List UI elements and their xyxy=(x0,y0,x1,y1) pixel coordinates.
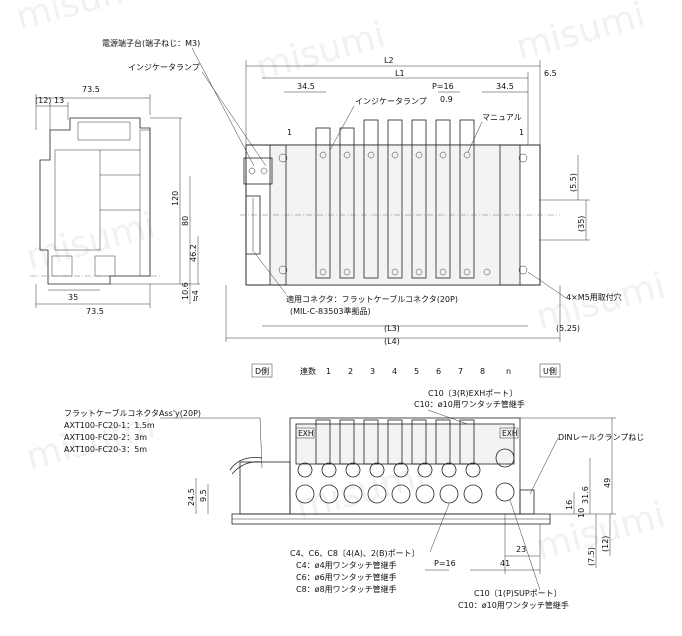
dim-34-5-right: 34.5 xyxy=(496,82,514,91)
label-exh-port: C10〔3(R)EXHポート〕 xyxy=(428,389,517,398)
dim-9-5: 9.5 xyxy=(199,489,208,502)
station-6: 6 xyxy=(436,367,441,376)
valve-blocks-front xyxy=(315,419,475,465)
dim-80: 80 xyxy=(181,216,190,226)
dim-12: (12) xyxy=(35,96,51,105)
dim-6-5: 6.5 xyxy=(544,69,557,78)
label-station-count: 連数 xyxy=(300,366,316,376)
dim-10-6: 10.6 xyxy=(181,282,190,300)
watermark: misumi xyxy=(252,15,390,89)
label-power-terminal: 電源端子台(端子ねじ：M3) xyxy=(102,38,200,48)
cable-option-3: AXT100-FC20-3：5m xyxy=(64,445,147,454)
label-sup-port: C10〔1(P)SUPポート〕 xyxy=(474,589,562,598)
dim-13: 13 xyxy=(54,96,64,105)
dim-73-5-top: 73.5 xyxy=(82,85,100,94)
watermark: misumi xyxy=(512,0,650,69)
dim-120: 120 xyxy=(171,191,180,206)
watermark: misumi xyxy=(532,495,670,569)
label-d-side: D側 xyxy=(255,366,269,376)
station-1: 1 xyxy=(326,367,331,376)
port-c4: C4：ø4用ワンタッチ管継手 xyxy=(296,560,397,570)
watermark: misumi xyxy=(22,205,160,279)
dim-46-2: 46.2 xyxy=(189,244,198,262)
dim-5-25: (5.25) xyxy=(556,324,580,333)
dim-p16-top: P=16 xyxy=(432,82,454,91)
cable-option-2: AXT100-FC20-2：3m xyxy=(64,433,147,442)
dim-l1: L1 xyxy=(395,69,405,78)
dim-16: 16 xyxy=(565,500,574,510)
dim-0-9: 0.9 xyxy=(440,95,453,104)
station-7: 7 xyxy=(458,367,463,376)
dim-l4: (L4) xyxy=(384,337,400,346)
label-sup-fitting: C10：ø10用ワンタッチ管継手 xyxy=(458,600,569,610)
watermark: misumi xyxy=(12,0,150,39)
station-8: 8 xyxy=(480,367,485,376)
dim-31-6: 31.6 xyxy=(581,486,590,504)
station-5: 5 xyxy=(414,367,419,376)
label-exh-fitting: C10：ø10用ワンタッチ管継手 xyxy=(414,399,525,409)
label-indicator-lamp-left: インジケータランプ xyxy=(128,63,200,72)
dim-approx-4: ≒4 xyxy=(191,290,200,302)
dim-10: 10 xyxy=(577,508,586,518)
station-2: 2 xyxy=(348,367,353,376)
dim-5-5: (5.5) xyxy=(569,173,578,192)
dim-12-front: (12) xyxy=(601,536,610,552)
label-connector: 適用コネクタ：フラットケーブルコネクタ(20P) xyxy=(286,294,458,304)
front-view: D側 U側 連数 1 2 3 4 5 6 7 8 n C10〔3(R)EXHポー… xyxy=(64,363,644,610)
dim-35-top: (35) xyxy=(577,216,586,232)
dim-35: 35 xyxy=(68,293,78,302)
top-view: L2 L1 6.5 34.5 P=16 34.5 0.9 1 1 xyxy=(102,38,622,346)
label-connector-standard: (MIL-C-83503準拠品) xyxy=(290,306,371,316)
dim-34-5-left: 34.5 xyxy=(297,82,315,91)
label-manual: マニュアル xyxy=(482,113,522,122)
ports-row-upper xyxy=(297,448,515,478)
label-flat-cable-assy: フラットケーブルコネクタAss'y(20P) xyxy=(64,408,201,418)
valve-stations xyxy=(315,119,491,279)
dim-l2: L2 xyxy=(384,56,394,65)
port-c6: C6：ø6用ワンタッチ管継手 xyxy=(296,572,397,582)
exh-tag-left: EXH xyxy=(298,429,314,438)
dim-24-5: 24.5 xyxy=(187,488,196,506)
station-3: 3 xyxy=(370,367,375,376)
dim-23: 23 xyxy=(516,545,526,554)
side-view: 73.5 (12) 13 120 80 46.2 10.6 ≒4 35 xyxy=(30,85,200,316)
label-ports-c: C4、C6、C8〔4(A)、2(B)ポート〕 xyxy=(290,549,420,558)
dim-l3: (L3) xyxy=(384,324,400,333)
label-indicator-lamp-top: インジケータランプ xyxy=(355,97,427,106)
port-c8: C8：ø8用ワンタッチ管継手 xyxy=(296,584,397,594)
dim-7-5: (7.5) xyxy=(587,547,596,566)
watermark: misumi xyxy=(292,455,430,529)
dim-1-left: 1 xyxy=(287,128,292,137)
dim-73-5-bottom: 73.5 xyxy=(86,307,104,316)
dim-49: 49 xyxy=(603,478,612,488)
label-u-side: U側 xyxy=(543,366,557,376)
dim-1-right: 1 xyxy=(519,128,524,137)
station-n: n xyxy=(506,367,511,376)
label-din-clamp: DINレールクランプねじ xyxy=(558,433,644,442)
dim-p16-front: P=16 xyxy=(434,559,456,568)
exh-tag-right: EXH xyxy=(502,429,518,438)
label-mount-hole: 4×M5用取付穴 xyxy=(566,292,622,302)
ports-row-lower xyxy=(295,482,515,504)
cable-option-1: AXT100-FC20-1：1.5m xyxy=(64,421,155,430)
station-4: 4 xyxy=(392,367,397,376)
